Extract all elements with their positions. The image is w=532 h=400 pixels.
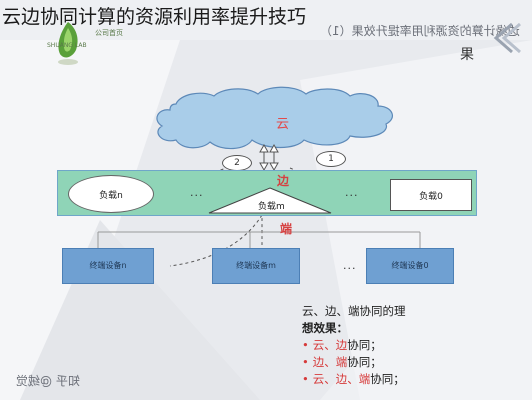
device-0: 终端设备0 [366,248,454,284]
edge-label: 边 [277,174,290,188]
ellipsis: ... [345,186,359,199]
ellipsis: ... [190,186,204,199]
logo-icon [58,22,78,65]
notes-heading-1: 云、边、端协同的理 [302,304,406,318]
ellipsis: ... [343,259,357,272]
page-title: 云边协同计算的资源利用率提升技巧 [2,6,307,28]
device-m: 终端设备m [212,248,300,284]
circle-number-1: 1 [316,151,346,167]
circle-number-2: 2 [222,155,252,171]
notes-item: •云、边、端协同； [302,372,405,386]
edge-node-m: 负载m [258,202,285,212]
device-n: 终端设备n [62,248,154,284]
edge-node-0: 负载0 [390,179,472,211]
logo-text-top: SHUANG LAB [47,42,87,49]
cloud-shape [156,86,394,150]
notes-item: •云、边协同； [302,338,382,352]
logo-text-side: 公司首页 [95,29,123,37]
edge-node-m-shape [208,187,332,214]
edge-node-n: 负载n [68,175,154,213]
notes-block: 云、边、端协同的理 想效果： •云、边协同； •边、端协同； •云、边、端协同； [302,303,422,388]
chevron-icon [493,22,521,54]
cloud-label: 云 [276,117,290,132]
notes-heading-2: 想效果： [302,321,348,335]
end-label: 端 [280,222,293,236]
corner-text: 果 [460,47,474,63]
watermark: 知乎 @绒觉 [16,374,80,388]
notes-item: •边、端协同； [302,355,382,369]
